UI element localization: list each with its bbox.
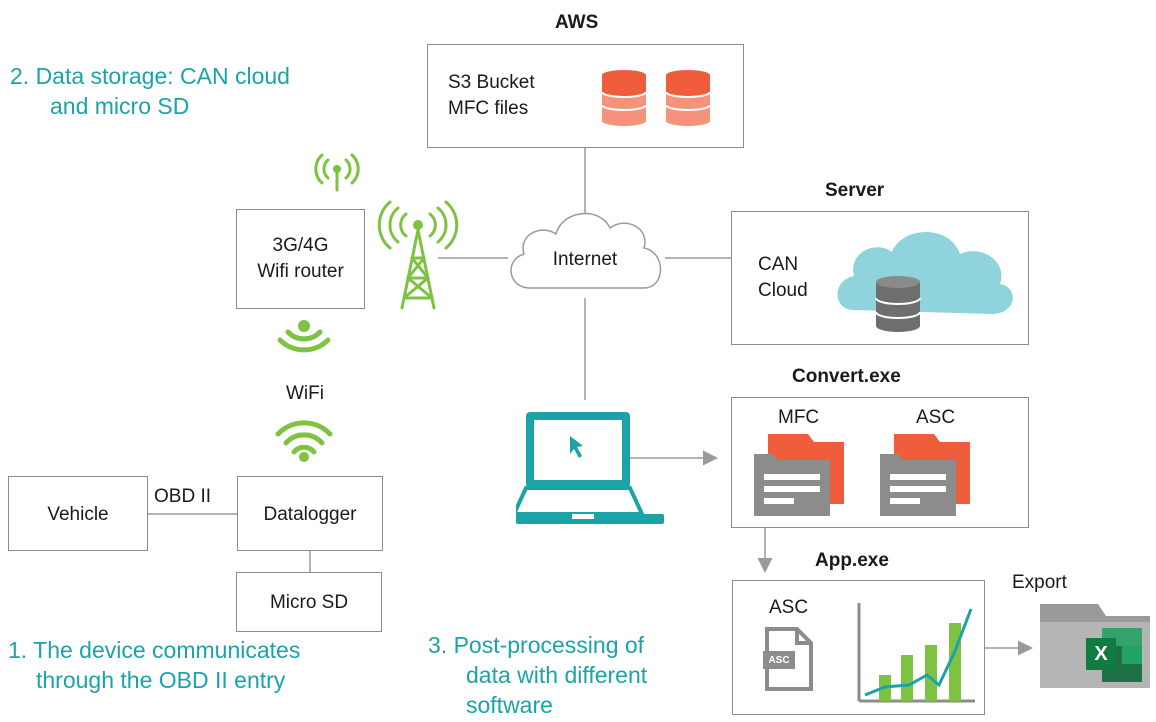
- aws-title: AWS: [555, 12, 599, 33]
- step3-line2: data with different: [466, 662, 648, 688]
- step1-label: 1. The device communicates through the O…: [8, 635, 300, 695]
- step3-line3: software: [466, 692, 553, 718]
- app-box: ASC ASC: [732, 580, 985, 715]
- aws-s3-label: S3 Bucket MFC files: [448, 72, 535, 119]
- database-icon: [601, 70, 711, 126]
- antenna-icon: [314, 153, 360, 192]
- server-box: CAN Cloud: [731, 211, 1029, 345]
- vehicle-label: Vehicle: [47, 504, 109, 525]
- chart-icon: [857, 603, 975, 703]
- excel-icon: [1040, 604, 1150, 688]
- cloud-icon: [510, 212, 662, 289]
- datalogger-box: Datalogger: [237, 476, 383, 551]
- microsd-label: Micro SD: [269, 592, 349, 613]
- step3-label: 3. Post-processing of data with differen…: [428, 630, 647, 720]
- app-asc-label: ASC: [769, 597, 809, 618]
- obd-label: OBD II: [154, 486, 212, 507]
- folder-icon: [754, 434, 844, 516]
- aws-box: S3 Bucket MFC files: [427, 44, 744, 148]
- step2-line2: and micro SD: [50, 93, 190, 119]
- wifi-label: WiFi: [286, 383, 324, 404]
- router-label: 3G/4G Wifi router: [257, 235, 344, 282]
- vehicle-box: Vehicle: [8, 476, 148, 551]
- datalogger-label: Datalogger: [263, 504, 357, 525]
- export-label: Export: [1012, 572, 1067, 593]
- wifi-up-icon: [275, 420, 333, 462]
- internet-label: Internet: [552, 249, 618, 270]
- laptop-icon: [516, 412, 664, 524]
- folder-icon: [880, 434, 970, 516]
- convert-mfc-label: MFC: [778, 407, 820, 428]
- cloud-database-icon: [837, 232, 1013, 332]
- excel-letter: X: [1094, 643, 1108, 665]
- step2-line1: 2. Data storage: CAN cloud: [10, 63, 290, 89]
- can-cloud-label: CAN Cloud: [758, 254, 808, 301]
- app-title: App.exe: [815, 550, 889, 571]
- step2-label: 2. Data storage: CAN cloud and micro SD: [10, 61, 290, 121]
- step1-line1: 1. The device communicates: [8, 637, 301, 663]
- file-icon: [763, 627, 813, 691]
- convert-title: Convert.exe: [792, 366, 901, 387]
- microsd-box: Micro SD: [236, 572, 382, 632]
- file-badge: ASC: [768, 655, 790, 666]
- wifi-down-icon: [277, 320, 331, 353]
- server-title: Server: [825, 180, 885, 201]
- cell-tower-icon: [377, 200, 459, 310]
- convert-box: MFC ASC: [731, 397, 1029, 528]
- step3-line1: 3. Post-processing of: [428, 632, 645, 658]
- step1-line2: through the OBD II entry: [36, 667, 286, 693]
- router-box: 3G/4G Wifi router: [236, 209, 365, 309]
- convert-asc-label: ASC: [916, 407, 956, 428]
